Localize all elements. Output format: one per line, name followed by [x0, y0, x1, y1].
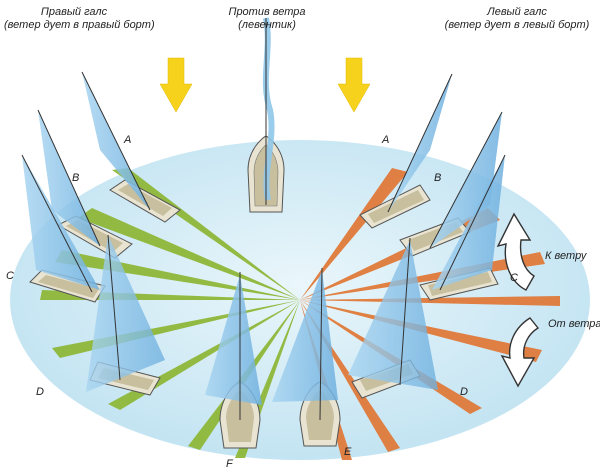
wind-arrow-icon	[159, 57, 193, 113]
position-label-b-left: B	[72, 172, 80, 184]
boat-c-left	[21, 154, 106, 303]
boat-head-to-wind	[247, 17, 285, 213]
caption-head-to-wind: Против ветра (левентик)	[212, 6, 322, 32]
boat-d-left	[86, 234, 165, 396]
boat-b-right	[399, 111, 503, 257]
label-from-wind: От ветра	[548, 318, 600, 330]
position-label-a-left: A	[124, 134, 132, 146]
caption-starboard-sub: (ветер дует в правый борт)	[4, 19, 155, 31]
caption-port-tack: Левый галс (ветер дует в левый борт)	[440, 6, 594, 32]
caption-starboard-tack: Правый галс (ветер дует в правый борт)	[4, 6, 155, 32]
boat-f	[205, 272, 262, 449]
position-label-f: F	[226, 458, 233, 470]
caption-head-to-wind-title: Против ветра	[228, 6, 306, 18]
boat-e	[272, 267, 341, 447]
position-label-b-right: B	[434, 172, 442, 184]
position-label-d-left: D	[36, 386, 44, 398]
caption-starboard-title: Правый галс	[40, 6, 108, 18]
boat-c-right	[419, 154, 506, 301]
curved-arrow-down-icon	[500, 317, 540, 388]
boat-a-right	[359, 73, 453, 229]
position-label-e: E	[344, 446, 352, 458]
caption-port-sub: (ветер дует в левый борт)	[444, 19, 590, 31]
position-label-c-left: C	[6, 270, 14, 282]
wind-arrow-icon	[337, 57, 371, 113]
position-label-a-right: A	[382, 134, 390, 146]
label-to-wind: К ветру	[545, 250, 587, 262]
position-label-d-right: D	[460, 386, 468, 398]
position-label-c-right: C	[510, 272, 518, 284]
boat-a-left	[81, 71, 181, 223]
caption-port-title: Левый галс	[487, 6, 547, 18]
boat-d-right	[348, 237, 438, 399]
curved-arrow-up-icon	[496, 212, 535, 291]
caption-head-to-wind-sub: (левентик)	[238, 19, 296, 31]
